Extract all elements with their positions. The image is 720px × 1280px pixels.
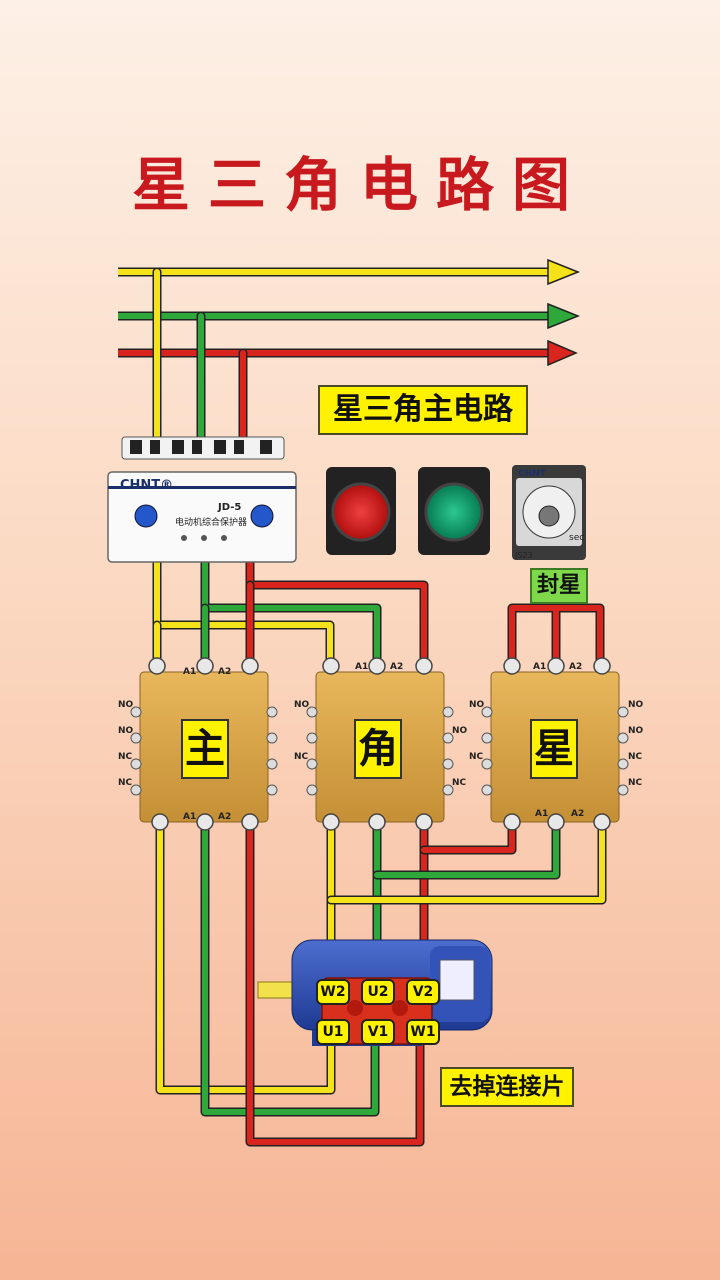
coil-a2: A2 <box>571 809 585 819</box>
aux-no: NO <box>628 700 644 710</box>
page-title: 星三角电路图 <box>131 151 588 219</box>
aux-nc: NC <box>118 778 133 788</box>
coil-a2: A2 <box>218 667 232 677</box>
motor-protector <box>107 436 297 563</box>
aux-nc: NC <box>628 778 643 788</box>
aux-no: NO <box>118 700 134 710</box>
contactor-bodies <box>130 657 629 831</box>
aux-no: NO <box>628 726 644 736</box>
coil-a2: A2 <box>390 662 404 672</box>
coil-a2: A2 <box>218 812 232 822</box>
motor-terminal-w2: W2 <box>316 979 350 1005</box>
delay-knob-icon <box>250 504 274 528</box>
coil-a1: A1 <box>535 809 549 819</box>
coil-a1: A1 <box>355 662 369 672</box>
coil-a1: A1 <box>183 812 197 822</box>
green-arrow-icon <box>547 302 581 330</box>
aux-nc: NC <box>118 752 133 762</box>
aux-nc: NC <box>452 778 467 788</box>
timer-model: JS23 <box>515 551 533 560</box>
motor-terminal-u2: U2 <box>361 979 395 1005</box>
yellow-arrow-icon <box>547 258 581 286</box>
coil-a2: A2 <box>569 662 583 672</box>
motor-terminal-u1: U1 <box>316 1019 350 1045</box>
contactor-star-label: 星 <box>530 719 578 779</box>
timer-brand: CHNT <box>518 469 546 479</box>
aux-no: NO <box>118 726 134 736</box>
contactor-main-label: 主 <box>181 719 229 779</box>
motor-terminal-w1: W1 <box>406 1019 440 1045</box>
aux-no: NO <box>469 700 485 710</box>
motor-terminal-v1: V1 <box>361 1019 395 1045</box>
protector-brand: CHNT® <box>120 478 174 493</box>
remove-link-label: 去掉连接片 <box>440 1067 574 1107</box>
red-push-button-icon <box>326 467 396 555</box>
main-circuit-label: 星三角主电路 <box>318 385 528 435</box>
aux-nc: NC <box>628 752 643 762</box>
timer-unit: sec <box>569 533 585 543</box>
protector-model: JD-5 <box>218 502 242 513</box>
supply-bus <box>118 258 581 367</box>
timer-dial-icon <box>512 465 586 560</box>
motor-icon <box>257 939 493 1046</box>
protector-name: 电动机综合保护器 <box>175 518 248 528</box>
red-arrow-icon <box>547 339 578 367</box>
aux-no: NO <box>452 726 468 736</box>
aux-nc: NC <box>469 752 484 762</box>
current-knob-icon <box>134 504 158 528</box>
green-push-button-icon <box>418 467 490 555</box>
contactor-delta-label: 角 <box>354 719 402 779</box>
aux-nc: NC <box>294 752 309 762</box>
motor-terminal-v2: V2 <box>406 979 440 1005</box>
coil-a1: A1 <box>533 662 547 672</box>
aux-no: NO <box>294 700 310 710</box>
coil-a1: A1 <box>183 667 197 677</box>
seal-star-label: 封星 <box>530 568 588 604</box>
